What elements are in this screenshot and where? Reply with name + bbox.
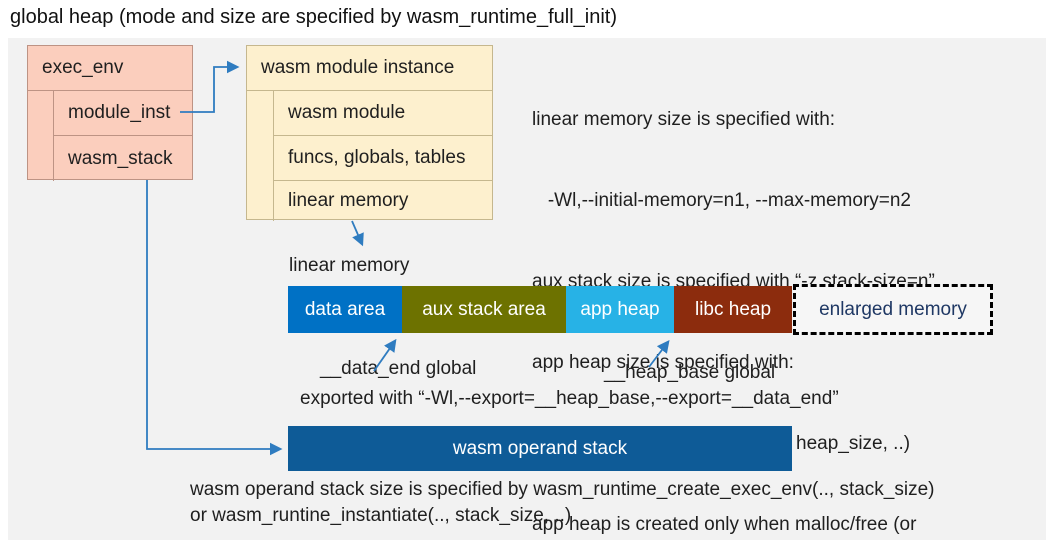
heap-base-global-label: __heap_base global <box>604 362 776 383</box>
exec-env-header: exec_env <box>28 46 192 91</box>
enlarged-memory-box: enlarged memory <box>793 284 993 335</box>
segment-data-area: data area <box>288 286 402 333</box>
segment-libc-heap: libc heap <box>674 286 792 333</box>
wasm-operand-stack-bar: wasm operand stack <box>288 426 792 471</box>
module-instance-box: wasm module instance wasm module funcs, … <box>246 45 493 221</box>
module-instance-row-wasm-module: wasm module <box>273 91 492 136</box>
segment-aux-stack-area: aux stack area <box>402 286 566 333</box>
exec-env-row-wasm-stack: wasm_stack <box>53 136 192 181</box>
note-line: linear memory size is specified with: <box>532 109 836 130</box>
note-line: app heap size is specified with: <box>532 352 794 373</box>
note-line: wasm operand stack size is specified by … <box>190 479 935 500</box>
exec-env-box: exec_env module_inst wasm_stack <box>27 45 193 181</box>
note-line: app heap is created only when malloc/fre… <box>532 514 917 535</box>
exported-flags-label: exported with “-Wl,--export=__heap_base,… <box>300 388 839 409</box>
segment-app-heap: app heap <box>566 286 674 333</box>
diagram-title: global heap (mode and size are specified… <box>10 6 617 28</box>
linear-memory-bar: data area aux stack area app heap libc h… <box>288 286 792 333</box>
module-instance-header: wasm module instance <box>247 46 492 91</box>
operand-stack-notes: wasm operand stack size is specified by … <box>190 477 935 529</box>
module-instance-row-linear-memory: linear memory <box>273 181 492 221</box>
note-line: -Wl,--initial-memory=n1, --max-memory=n2 <box>532 190 911 211</box>
note-line: or wasm_runtine_instantiate(.., stack_si… <box>190 505 572 526</box>
exec-env-row-module-inst: module_inst <box>53 91 192 136</box>
data-end-global-label: __data_end global <box>320 358 477 379</box>
linear-memory-label: linear memory <box>289 255 410 276</box>
module-instance-row-funcs-globals-tables: funcs, globals, tables <box>273 136 492 181</box>
